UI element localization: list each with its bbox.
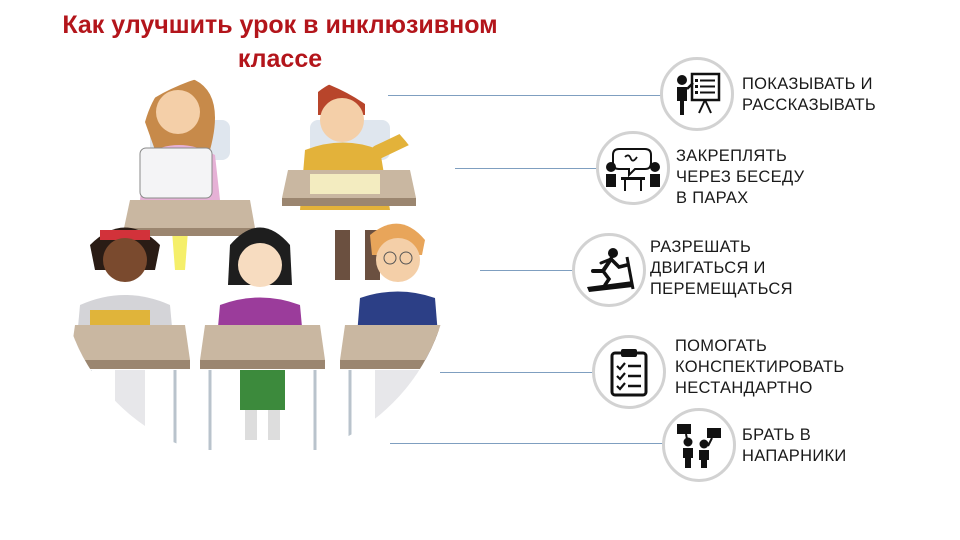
treadmill-icon (572, 233, 646, 307)
item-label-2: ЗАКРЕПЛЯТЬ ЧЕРЕЗ БЕСЕДУ В ПАРАХ (676, 147, 805, 207)
item-label-5: БРАТЬ В НАПАРНИКИ (742, 426, 847, 465)
item-label-4: ПОМОГАТЬ КОНСПЕКТИРОВАТЬ НЕСТАНДАРТНО (675, 337, 845, 397)
connector-line-2 (455, 168, 603, 169)
partners-icon (662, 408, 736, 482)
checklist-icon (592, 335, 666, 409)
conversation-icon (596, 131, 670, 205)
title-line-2: классе (237, 45, 323, 73)
item-label-1: ПОКАЗЫВАТЬ И РАССКАЗЫВАТЬ (742, 75, 877, 114)
presentation-icon (660, 57, 734, 131)
item-label-3: РАЗРЕШАТЬ ДВИГАТЬСЯ И ПЕРЕМЕЩАТЬСЯ (650, 238, 793, 298)
connector-line-3 (480, 270, 578, 271)
classroom-drawing (60, 70, 450, 460)
page-title: Как улучшить урок в инклюзивном классе (0, 8, 560, 76)
connector-line-1 (388, 95, 678, 96)
classroom-illustration (60, 70, 450, 460)
title-line-1: Как улучшить урок в инклюзивном (62, 11, 498, 39)
connector-line-5 (390, 443, 670, 444)
connector-line-4 (440, 372, 600, 373)
